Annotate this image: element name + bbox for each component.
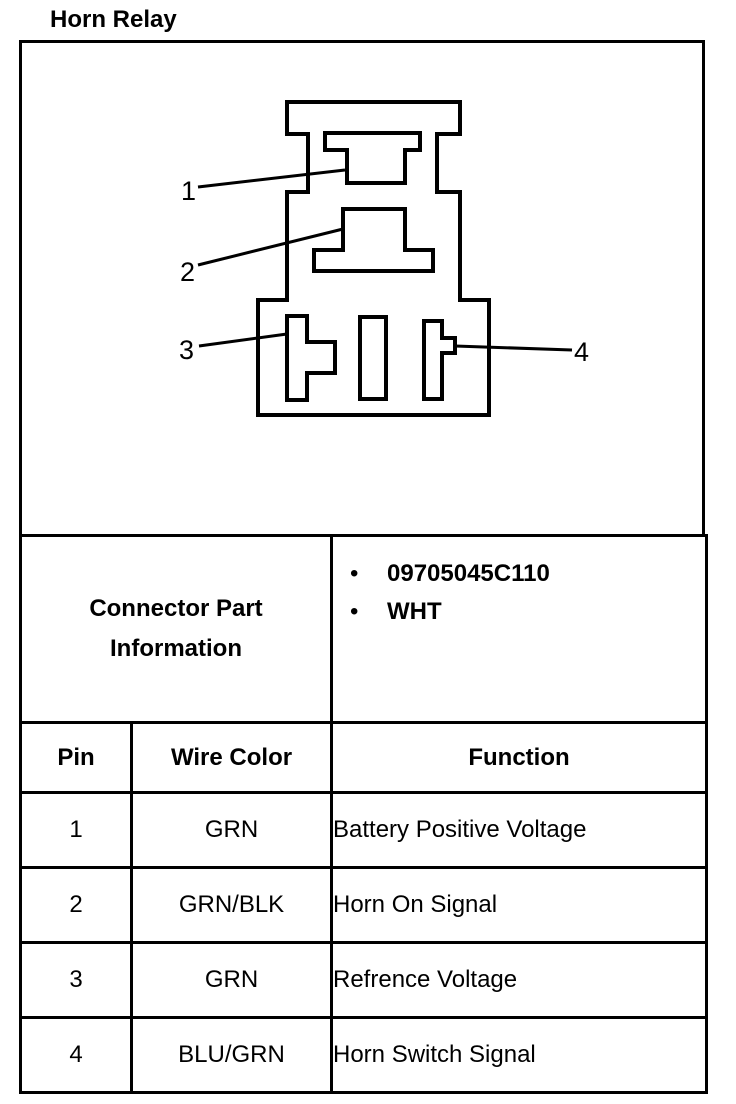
pin-3-cavity [285,314,337,402]
pin-3-leader [198,332,288,348]
pin-2-leader [197,227,344,267]
connector-info-values: • 09705045C110 • WHT [330,534,708,724]
pin-1-leader [197,168,346,189]
wire-color-column-header: Wire Color [130,721,333,794]
connector-info-label-line1: Connector Part [89,595,263,622]
pin-4-leader [454,344,573,352]
table-row: 1 GRN Battery Positive Voltage [19,791,708,869]
pin-4-cavity [422,319,457,401]
connector-info-row: Connector Part Information • 09705045C110… [19,534,708,724]
pin-number: 2 [19,866,133,944]
pin-number: 3 [19,941,133,1019]
pin-number: 1 [19,791,133,869]
pin-number: 4 [19,1016,133,1094]
connector-housing [256,100,491,417]
pin-1-callout: 1 [181,176,196,206]
connector-diagram-panel: 1 2 3 4 [19,40,705,537]
connector-part-number: 09705045C110 [387,560,550,587]
connector-pinout-table: Connector Part Information • 09705045C110… [19,534,708,1094]
wire-color: BLU/GRN [130,1016,333,1094]
connector-color: WHT [387,598,442,625]
connector-info-label: Connector Part Information [19,534,333,724]
wire-color: GRN [130,791,333,869]
pin-function: Horn Switch Signal [330,1016,708,1094]
wire-color: GRN [130,941,333,1019]
pin-4-callout: 4 [574,337,589,367]
table-row: 2 GRN/BLK Horn On Signal [19,866,708,944]
page-title: Horn Relay [50,6,177,33]
pin-function: Refrence Voltage [330,941,708,1019]
pin-function: Battery Positive Voltage [330,791,708,869]
pin-function: Horn On Signal [330,866,708,944]
connector-info-list: • 09705045C110 • WHT [333,555,705,631]
connector-color-item: • WHT [333,593,705,631]
connector-face-diagram: 1 2 3 4 [179,100,589,417]
function-column-header: Function [330,721,708,794]
pin-2-callout: 2 [180,257,195,287]
connector-latch-cavity [323,131,422,185]
table-header-row: Pin Wire Color Function [19,721,708,794]
center-cavity [358,315,388,401]
pin-3-callout: 3 [179,335,194,365]
pin-column-header: Pin [19,721,133,794]
bullet-icon: • [350,598,359,625]
connector-part-number-item: • 09705045C110 [333,555,705,593]
table-row: 3 GRN Refrence Voltage [19,941,708,1019]
table-row: 4 BLU/GRN Horn Switch Signal [19,1016,708,1094]
bullet-icon: • [350,560,359,587]
pin-2-cavity [312,207,435,273]
wire-color: GRN/BLK [130,866,333,944]
connector-info-label-line2: Information [110,635,242,662]
